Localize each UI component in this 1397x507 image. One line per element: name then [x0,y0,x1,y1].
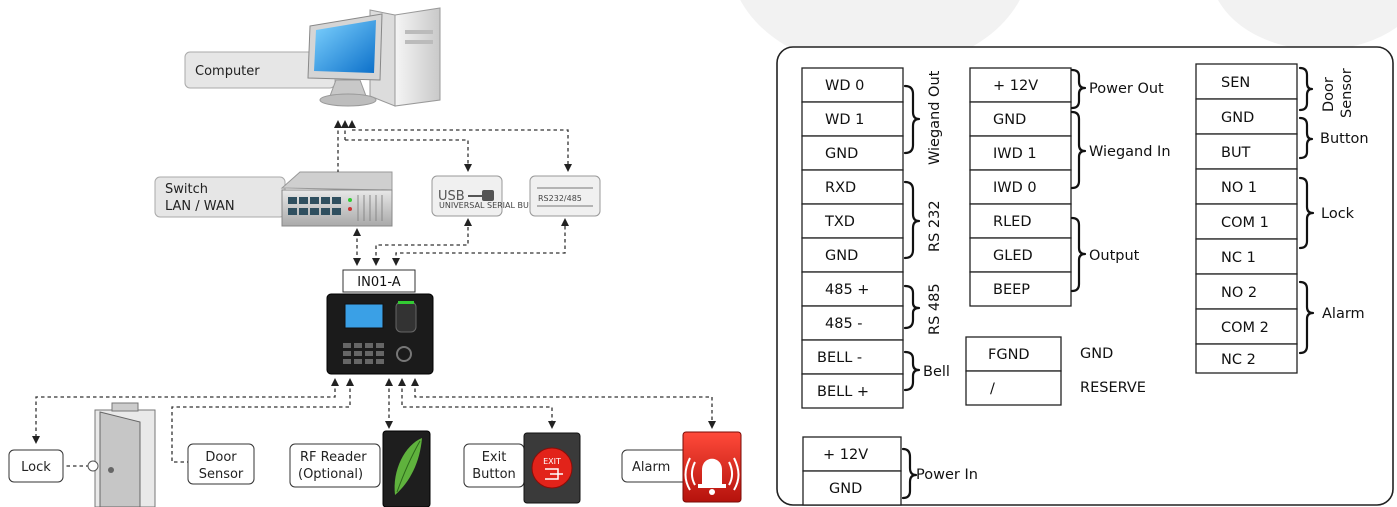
switch-label-line1: Switch [165,182,208,197]
pin-but: BUT [1221,145,1251,161]
pin-com1: COM 1 [1221,215,1269,231]
exit-button-icon: EXIT [523,432,581,504]
lock-node: Lock [8,449,64,483]
door-sensor-node: Door Sensor [187,443,255,485]
group-alarm: Alarm [1322,306,1365,322]
group-sensor: Sensor [1339,68,1355,118]
pin-iwd1: IWD 1 [993,146,1037,162]
usb-plug-icon [468,190,494,201]
pin-sen: SEN [1221,75,1250,91]
pin-wd1: WD 1 [825,112,864,128]
monitor-icon [307,13,383,107]
usb-label: USB [438,189,465,204]
pin-nc2: NC 2 [1221,352,1256,368]
pin-gnd-3: GND [993,112,1026,128]
group-wiegand-in: Wiegand In [1089,144,1171,160]
switch-label-line2: LAN / WAN [165,199,235,214]
pin-no2: NO 2 [1221,285,1257,301]
pin-gled: GLED [993,248,1033,264]
col1-terminals: WD 0 WD 1 GND RXD TXD GND 485 + 485 - BE… [801,67,904,409]
rf-reader-icon [382,430,431,507]
col2-braces: Power Out Wiegand In Output [1070,68,1171,293]
alarm-node: Alarm [621,431,742,503]
network-switch-icon [280,171,393,227]
group-lock: Lock [1321,206,1355,222]
rf-reader-line1: RF Reader [300,450,367,465]
rs232-485-node: RS232/485 [529,175,601,217]
alarm-label: Alarm [632,460,670,475]
lock-label: Lock [21,460,51,475]
group-power-out: Power Out [1089,81,1164,97]
exit-button-node: Exit Button EXIT [463,432,581,504]
col3-terminals: SEN GND BUT NO 1 COM 1 NC 1 NO 2 COM 2 N… [1195,63,1298,374]
group-output: Output [1089,248,1140,264]
computer-label: Computer [195,64,260,79]
pin-12v-out: + 12V [993,78,1038,94]
col3-braces: Door Sensor Button Lock Alarm [1298,66,1369,355]
pin-12v-in: + 12V [823,447,868,463]
pin-gnd-2: GND [825,248,858,264]
exit-button-line2: Button [472,467,516,482]
alarm-bell-icon [682,431,742,503]
col1-braces: Wiegand Out RS 232 RS 485 Bell [903,70,950,392]
switch-node: Switch LAN / WAN [154,171,393,227]
group-rs485: RS 485 [927,283,943,335]
pin-bell-minus: BELL - [817,350,862,366]
exit-button-line1: Exit [482,450,507,465]
label-reserve: RESERVE [1080,380,1146,396]
pin-iwd0: IWD 0 [993,180,1037,196]
group-button: Button [1320,131,1369,147]
pin-rxd: RXD [825,180,856,196]
group-wiegand-out: Wiegand Out [927,70,943,165]
computer-node: Computer [184,7,441,107]
pin-rled: RLED [993,214,1031,230]
pin-485-minus: 485 - [825,316,863,332]
door-sensor-line2: Sensor [199,467,244,482]
pin-fgnd: FGND [988,347,1030,363]
pin-com2: COM 2 [1221,320,1269,336]
device-label: IN01-A [357,275,401,290]
rf-reader-line2: (Optional) [298,467,363,482]
power-in-terminals: + 12V GND Power In [802,436,978,506]
peripheral-connectors [32,378,716,467]
group-power-in: Power In [916,467,978,483]
fgnd-terminals: FGND / GND RESERVE [965,336,1146,406]
pin-beep: BEEP [993,282,1030,298]
pin-gnd-1: GND [825,146,858,162]
group-bell: Bell [923,364,950,380]
pin-txd: TXD [824,214,855,230]
pin-gnd-4: GND [1221,110,1254,126]
pin-slash: / [990,381,995,397]
group-rs232: RS 232 [927,200,943,252]
rs-label: RS232/485 [538,194,582,203]
rf-reader-node: RF Reader (Optional) [289,430,431,507]
pin-gnd-in: GND [829,481,862,497]
pin-no1: NO 1 [1221,180,1257,196]
usb-node: USB UNIVERSAL SERIAL BUS [431,175,534,217]
pin-485-plus: 485 + [825,282,869,298]
col2-terminals: + 12V GND IWD 1 IWD 0 RLED GLED BEEP [969,67,1072,307]
pin-wd0: WD 0 [825,78,864,94]
group-door: Door [1321,77,1337,112]
exit-icon-text: EXIT [543,457,561,466]
door-sensor-line1: Door [205,450,237,465]
label-gnd: GND [1080,346,1113,362]
device-node: IN01-A [326,269,434,375]
door-icon [87,402,156,507]
usb-sublabel: UNIVERSAL SERIAL BUS [439,201,534,210]
pin-bell-plus: BELL + [817,384,869,400]
network-connectors [334,120,572,266]
pin-nc1: NC 1 [1221,250,1256,266]
terminal-device-icon [326,293,434,375]
